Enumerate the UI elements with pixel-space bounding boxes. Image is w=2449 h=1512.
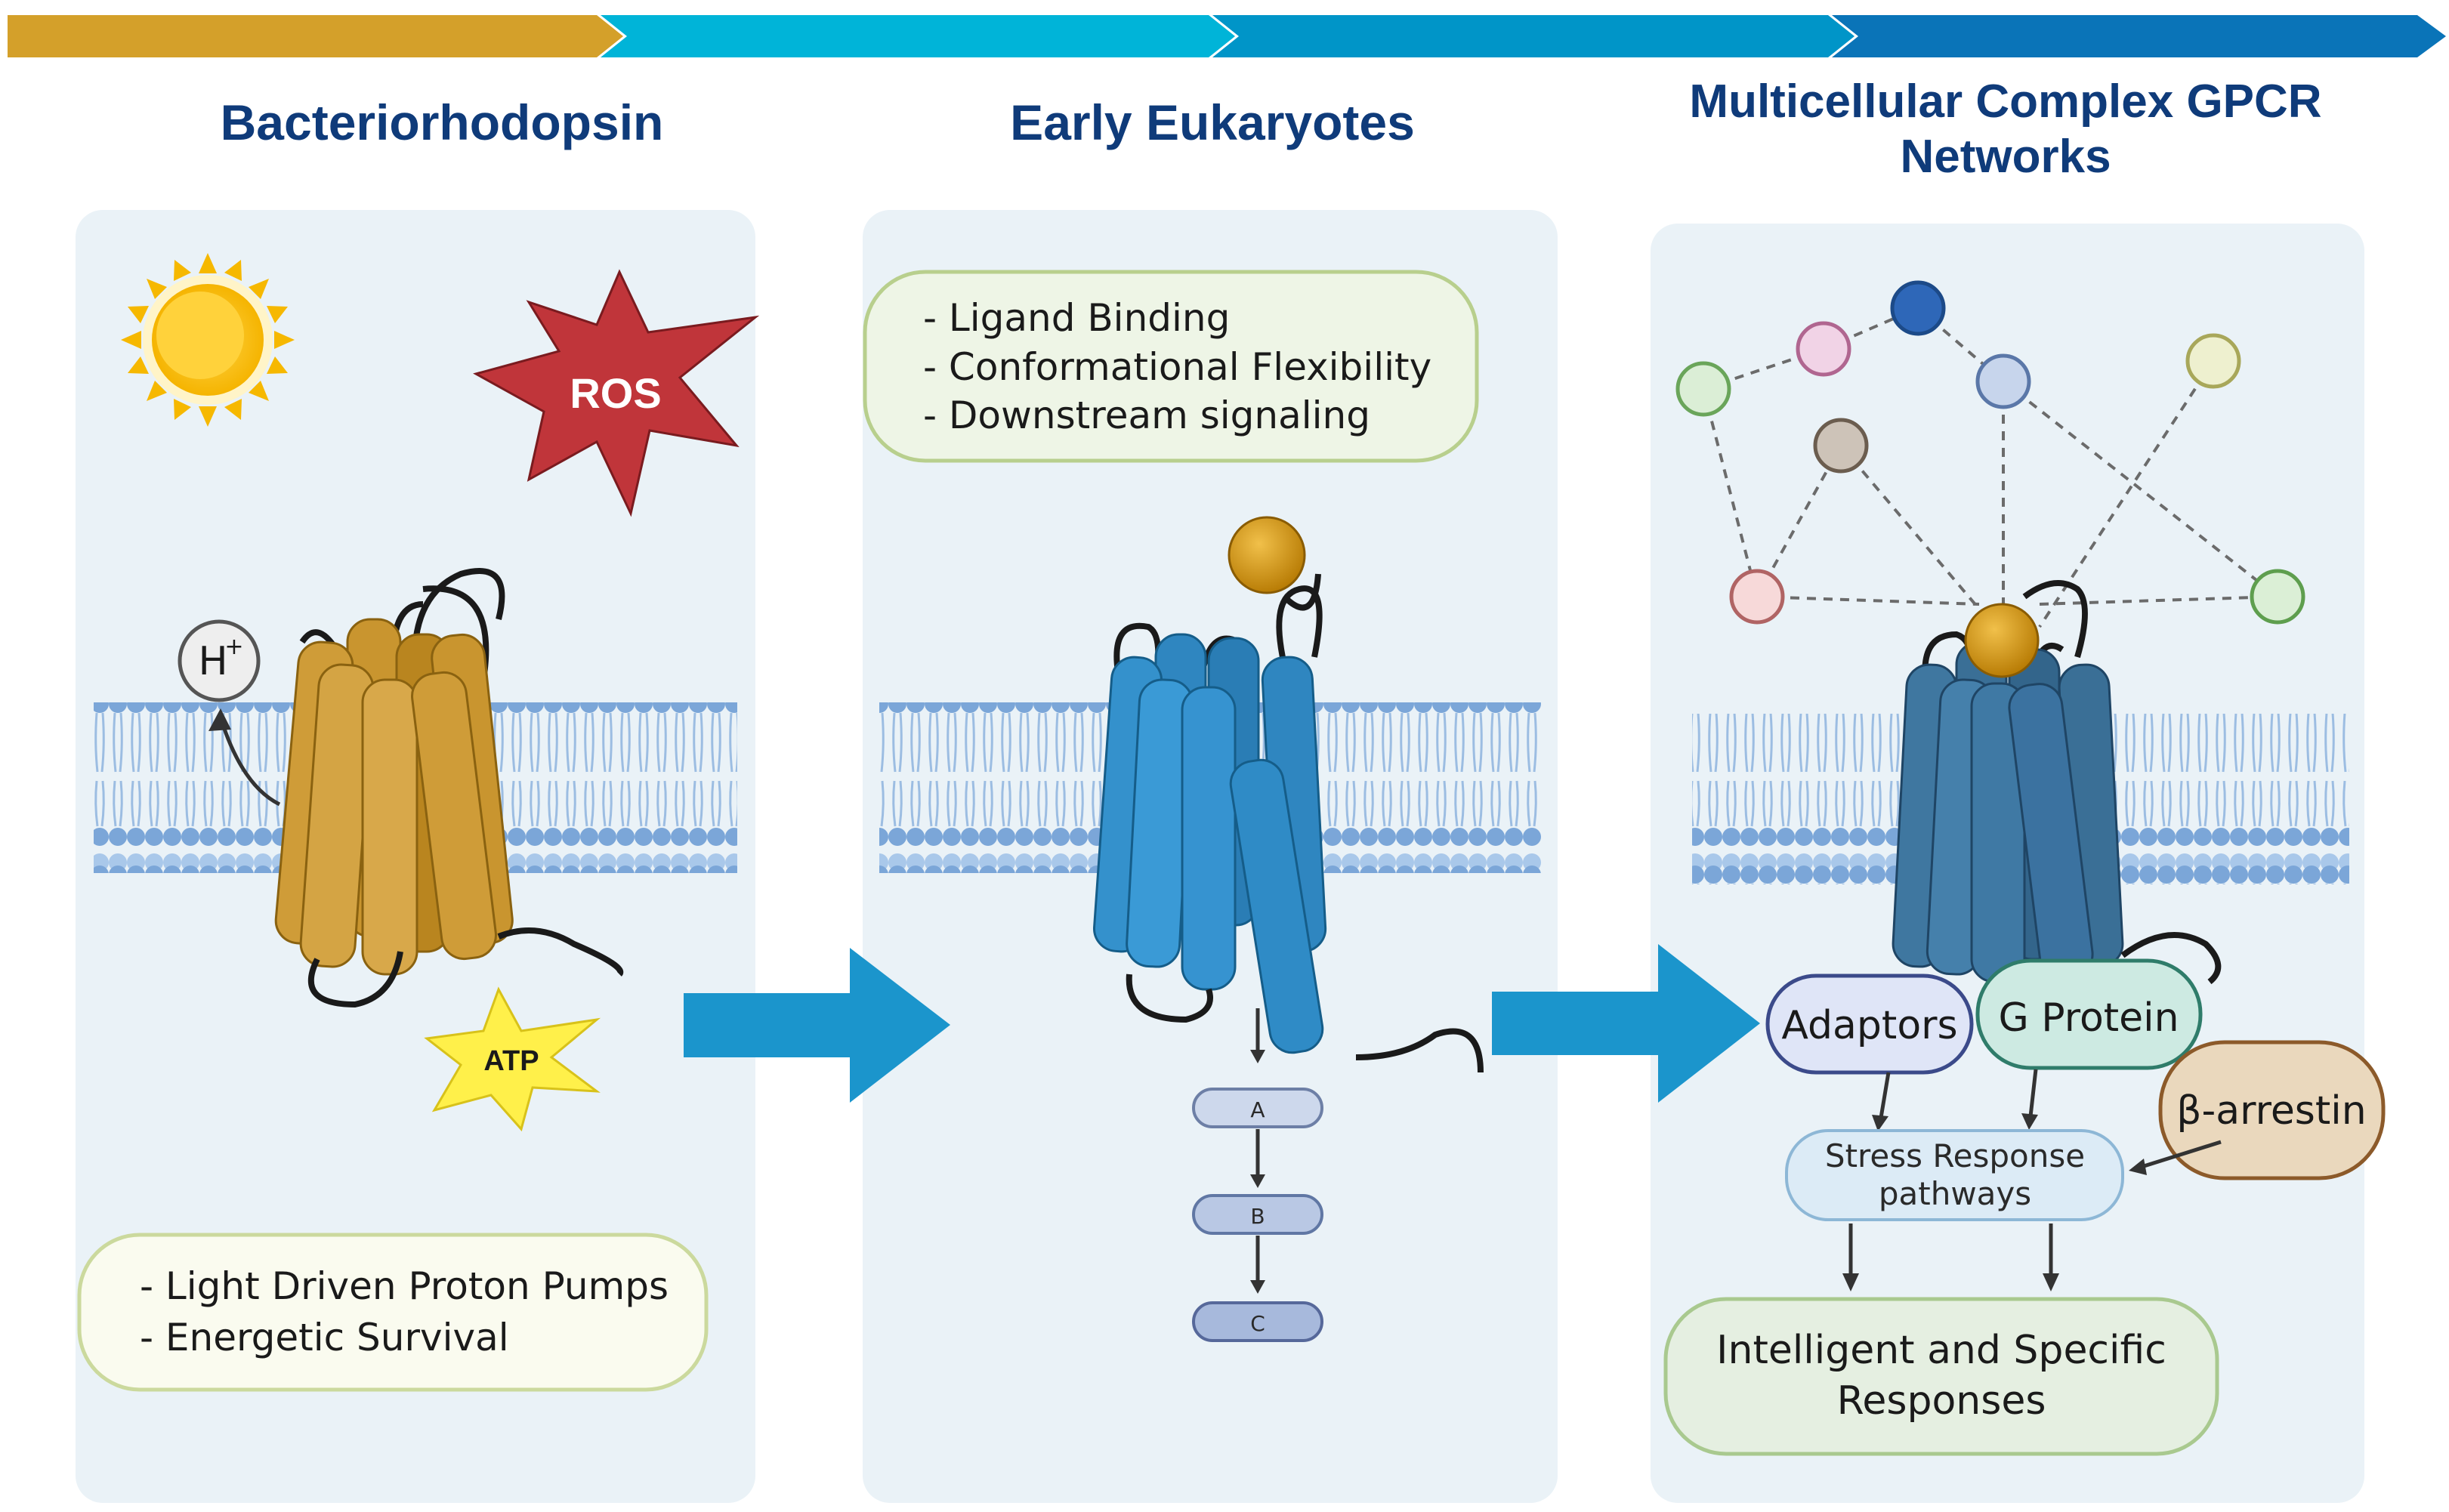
adaptors-label: Adaptors	[1781, 1003, 1957, 1048]
cascade-node-c	[1192, 1301, 1323, 1342]
result-label-2: Responses	[1837, 1378, 2046, 1424]
cascade-label-a: A	[1250, 1097, 1265, 1122]
cascade-label-c: C	[1250, 1311, 1265, 1336]
stage-3-title-line2: Networks	[1900, 131, 2111, 183]
complex-gpcr-receptor	[1892, 580, 2222, 985]
bacteriorhodopsin-receptor	[274, 568, 624, 1008]
cascade-label-b: B	[1250, 1204, 1265, 1229]
signal-cascade: A B C	[1192, 1008, 1323, 1342]
pathway-arrows	[1872, 1069, 2222, 1175]
stage-3-title-line1: Multicellular Complex GPCR	[1689, 76, 2321, 128]
network-node	[1796, 321, 1851, 377]
network-node	[2185, 333, 2241, 389]
timeline-segment-2	[601, 15, 1235, 57]
response-arrows	[1842, 1223, 2059, 1291]
stress-response-label-2: pathways	[1879, 1175, 2031, 1212]
transition-arrow-2	[1492, 944, 1760, 1103]
stage-1-textbox	[77, 1233, 709, 1392]
sun-icon	[121, 253, 295, 427]
g-protein-node	[1975, 958, 2203, 1070]
network-node	[1675, 361, 1731, 417]
stage-2-textbox	[863, 270, 1479, 463]
proton-arrow	[218, 717, 281, 807]
ros-burst-icon: ROS	[473, 269, 760, 517]
timeline-segment-3	[1212, 15, 1855, 57]
early-eukaryote-receptor	[1092, 573, 1484, 1073]
stage-2-title: Early Eukaryotes	[1010, 94, 1415, 150]
g-protein-label: G Protein	[1998, 995, 2179, 1041]
ligand-sphere-3	[1964, 603, 2040, 678]
timeline-segment-1	[8, 15, 623, 57]
network-node	[1890, 280, 1946, 336]
proton-label: H	[198, 639, 227, 684]
beta-arrestin-label: β-arrestin	[2176, 1088, 2366, 1134]
result-label-1: Intelligent and Specific	[1716, 1328, 2166, 1373]
cascade-node-b	[1192, 1194, 1323, 1235]
proton-icon: H +	[178, 619, 281, 807]
proton-charge: +	[224, 634, 243, 660]
intelligent-responses-node	[1663, 1297, 2219, 1456]
stage-2-bullet-3: - Downstream signaling	[923, 393, 1370, 437]
adaptors-node	[1765, 974, 1974, 1075]
network-node	[1729, 569, 1785, 625]
network-node	[1975, 353, 2031, 409]
stress-response-label-1: Stress Response	[1825, 1137, 2085, 1174]
stage-2-bullet-2: - Conformational Flexibility	[923, 345, 1431, 389]
transition-arrow-1	[684, 948, 950, 1103]
stage-2-bullet-1: - Ligand Binding	[923, 296, 1230, 340]
network-node	[1813, 418, 1869, 474]
gpcr-network-nodes	[1675, 280, 2305, 625]
stress-response-node	[1785, 1129, 2124, 1221]
timeline-segment-4	[1832, 15, 2446, 57]
stage-1-title: Bacteriorhodopsin	[221, 94, 664, 150]
network-node	[2250, 569, 2305, 625]
stage-1-bullet-1: - Light Driven Proton Pumps	[140, 1264, 669, 1308]
cascade-node-a	[1192, 1088, 1323, 1128]
atp-burst-icon: ATP	[424, 986, 601, 1132]
timeline-arrows	[8, 15, 2446, 57]
ros-label: ROS	[570, 369, 661, 417]
atp-label: ATP	[483, 1045, 539, 1077]
stage-1-bullet-2: - Energetic Survival	[140, 1316, 509, 1359]
ligand-sphere-2	[1228, 516, 1306, 594]
